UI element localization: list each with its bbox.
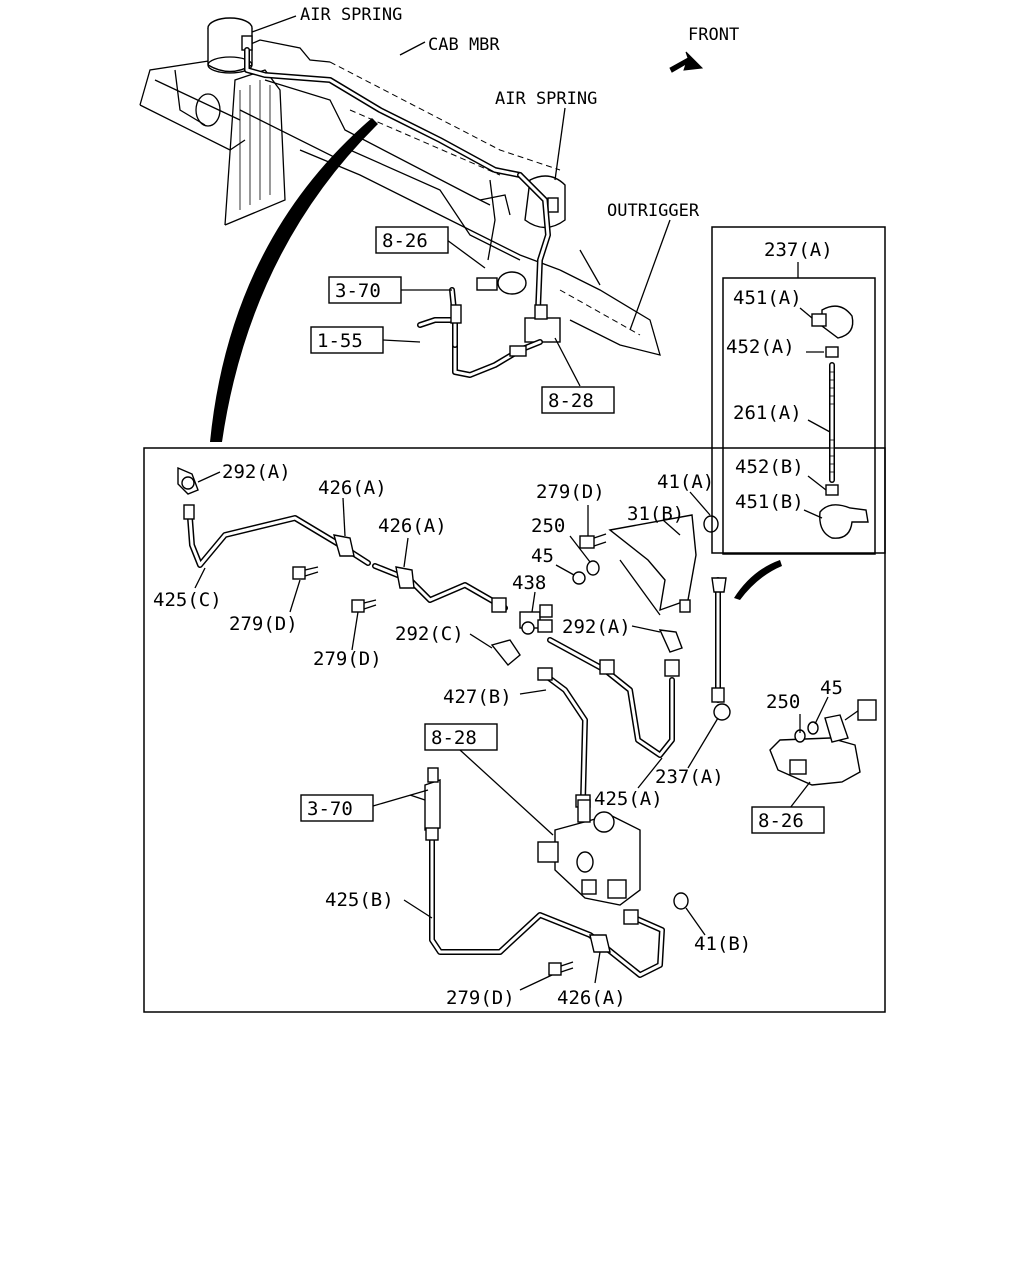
ref-box-3-70-detail: 3-70 (307, 798, 353, 820)
callout-crescent (210, 118, 378, 442)
label-438: 438 (512, 572, 546, 594)
label-425a: 425(A) (594, 788, 663, 810)
label-452b: 452(B) (735, 456, 804, 478)
label-261a: 261(A) (733, 402, 802, 424)
front-arrow-icon (669, 51, 704, 73)
label-425b: 425(B) (325, 889, 394, 911)
label-250-top: 250 (531, 515, 565, 537)
label-292a-top: 292(A) (222, 461, 291, 483)
label-451b: 451(B) (735, 491, 804, 513)
inset-callout-crescent (734, 560, 782, 600)
label-292c: 292(C) (395, 623, 464, 645)
label-292a-mid: 292(A) (562, 616, 631, 638)
label-426a-bottom: 426(A) (557, 987, 626, 1009)
label-426a-1: 426(A) (318, 477, 387, 499)
ref-box-3-70-top: 3-70 (335, 280, 381, 302)
inset-237a: 237(A) 451(A) (711, 226, 886, 555)
label-air-spring-right: AIR SPRING (495, 89, 597, 109)
label-air-spring-left: AIR SPRING (300, 5, 402, 25)
top-overview: AIR SPRING CAB MBR FRONT AIR SPRING OUTR… (139, 5, 739, 442)
label-452a: 452(A) (726, 336, 795, 358)
label-451a: 451(A) (733, 287, 802, 309)
ref-box-1-55-top: 1-55 (317, 330, 363, 352)
label-250-right: 250 (766, 691, 800, 713)
detail-frame (143, 447, 886, 1013)
label-outrigger: OUTRIGGER (607, 201, 700, 221)
label-front: FRONT (688, 25, 739, 45)
bolt-279d-1 (292, 566, 319, 580)
ref-box-8-26-detail: 8-26 (758, 810, 804, 832)
label-cab-mbr: CAB MBR (428, 35, 500, 55)
inset-frame (711, 226, 886, 554)
label-41b: 41(B) (694, 933, 751, 955)
inset-inner-frame (722, 277, 876, 555)
label-237a: 237(A) (655, 766, 724, 788)
inset-title: 237(A) (764, 239, 833, 261)
label-279d-bottom: 279(D) (446, 987, 515, 1009)
label-279d-2: 279(D) (313, 648, 382, 670)
label-41a: 41(A) (657, 471, 714, 493)
label-425c: 425(C) (153, 589, 222, 611)
ref-box-8-26-top: 8-26 (382, 230, 428, 252)
label-427b: 427(B) (443, 686, 512, 708)
label-426a-2: 426(A) (378, 515, 447, 537)
label-279d-top: 279(D) (536, 481, 605, 503)
ref-box-8-28-top: 8-28 (548, 390, 594, 412)
label-45-right: 45 (820, 677, 843, 699)
ref-box-8-28-detail: 8-28 (431, 727, 477, 749)
detail-view: 292(A) 426(A) 426(A) 279(D) 41(A) 31(B) … (153, 461, 877, 1009)
label-31b: 31(B) (627, 503, 684, 525)
bolt-279d-2 (351, 599, 377, 613)
label-279d-1: 279(D) (229, 613, 298, 635)
label-45-top: 45 (531, 545, 554, 567)
